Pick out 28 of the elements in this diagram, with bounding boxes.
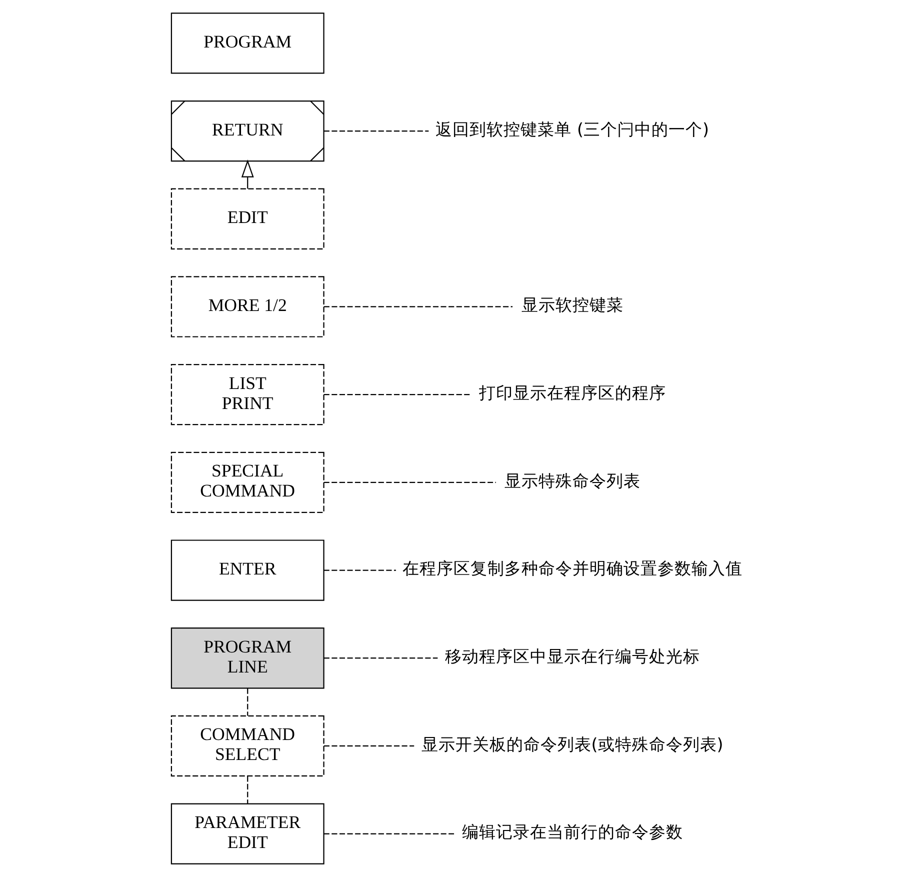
node-text: 在程序区复制多种命令并明确设置参数输入值 <box>402 559 742 578</box>
node-text: 编辑记录在当前行的命令参数 <box>462 822 683 842</box>
node-box: MORE 1/2 <box>170 276 324 338</box>
node-box: SPECIAL COMMAND <box>170 452 324 513</box>
connector <box>324 130 429 132</box>
connector <box>324 306 513 308</box>
connector <box>324 394 472 396</box>
connector <box>247 776 248 804</box>
connector <box>324 745 414 746</box>
connector <box>324 658 438 659</box>
node-text: 移动程序区中显示在行编号处光标 <box>444 647 700 666</box>
node-box: LIST PRINT <box>170 364 324 426</box>
node-box: PARAMETER EDIT <box>170 803 324 864</box>
connector <box>247 688 248 716</box>
node-text: 返回到软控键菜单 (三个闩中的一个) <box>436 120 709 139</box>
node-box: EDIT <box>170 188 324 250</box>
node-text: 打印显示在程序区的程序 <box>478 383 666 402</box>
node-text: 显示特殊命令列表 <box>504 471 640 490</box>
node-box: PROGRAM LINE <box>170 628 324 689</box>
connector <box>324 570 396 571</box>
arrow <box>241 160 254 189</box>
connector <box>324 482 496 483</box>
node-box: COMMAND SELECT <box>170 715 324 777</box>
node-text: 显示开关板的命令列表(或特殊命令列表) <box>421 734 724 754</box>
connector <box>324 833 454 834</box>
node-box: ENTER <box>170 540 324 601</box>
node-text: 显示软控键菜 <box>521 296 624 315</box>
node-box: PROGRAM <box>170 12 324 74</box>
